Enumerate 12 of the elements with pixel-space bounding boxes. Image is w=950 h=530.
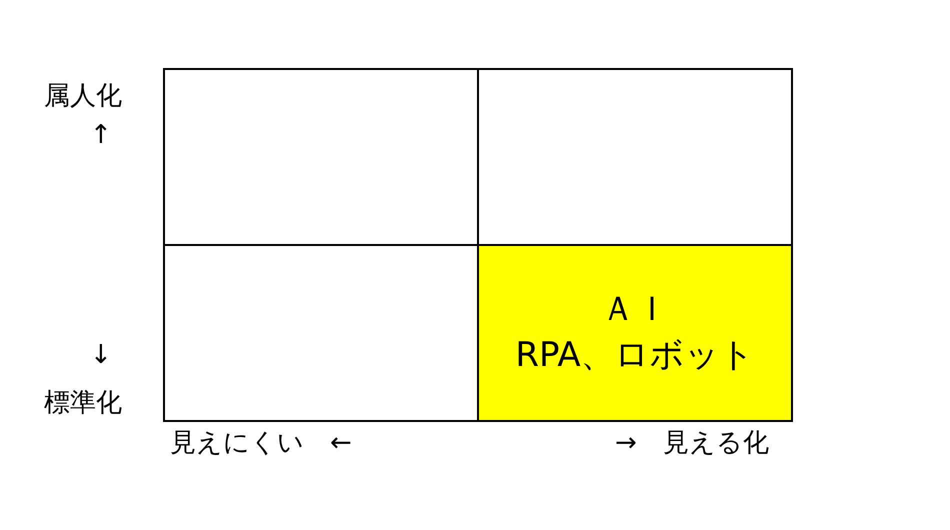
- direction-arrow: ↑: [90, 120, 112, 150]
- axis-label: → 見える化: [615, 427, 769, 460]
- direction-arrow: ↓: [90, 340, 112, 370]
- axis-label: 見えにくい ←: [170, 427, 352, 460]
- matrix-cell: [477, 68, 793, 246]
- axis-label: 標準化: [44, 387, 122, 420]
- matrix-cell: [163, 244, 479, 422]
- axis-label: 属人化: [44, 80, 122, 113]
- cell-text: RPA、ロボット: [515, 334, 755, 377]
- highlighted-matrix-cell: [477, 244, 793, 422]
- cell-text: ＡＩ: [601, 288, 669, 332]
- matrix-cell: [163, 68, 479, 246]
